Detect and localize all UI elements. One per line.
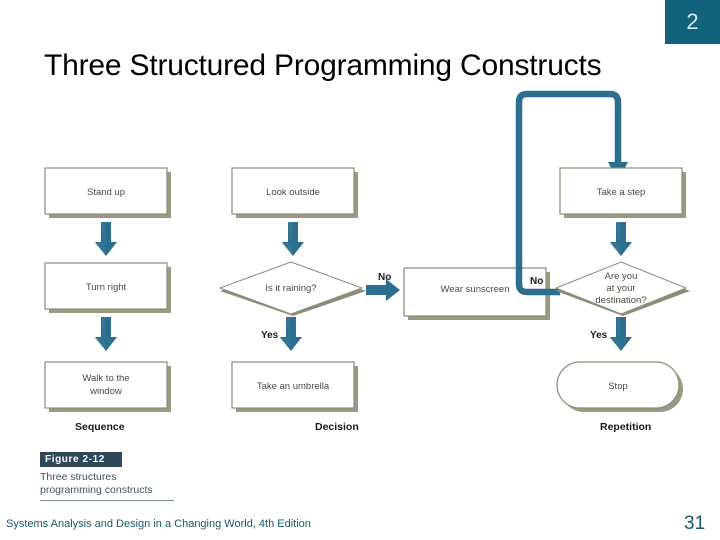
page-title: Three Structured Programming Constructs bbox=[44, 49, 602, 82]
edge-label-yes: Yes bbox=[590, 330, 608, 341]
flow-node-label-2: window bbox=[89, 386, 122, 397]
flow-node-label: Take a step bbox=[597, 187, 646, 198]
flowchart-svg: Stand up Turn right Walk to the window S… bbox=[44, 90, 690, 433]
arrow-turn-right-to-walk bbox=[95, 317, 117, 351]
column-caption-decision: Decision bbox=[315, 421, 359, 433]
edge-label-no: No bbox=[530, 276, 543, 287]
footer-source-text: Systems Analysis and Design in a Changin… bbox=[6, 518, 311, 530]
flow-node-label: Look outside bbox=[266, 187, 320, 198]
flowchart-figure: Stand up Turn right Walk to the window S… bbox=[0, 86, 720, 506]
edge-label-yes: Yes bbox=[261, 330, 279, 341]
flow-node-label: Stand up bbox=[87, 187, 125, 198]
flow-node-label: Stop bbox=[608, 381, 628, 392]
flow-node-walk-to-the-window: Walk to the window bbox=[44, 361, 171, 412]
flow-node-wear-sunscreen: Wear sunscreen bbox=[403, 267, 550, 320]
arrow-decision-no-to-sunscreen: No bbox=[366, 272, 400, 301]
flow-node-label: Wear sunscreen bbox=[441, 284, 510, 295]
flow-node-stop: Stop bbox=[556, 361, 683, 412]
footer-page-number: 31 bbox=[684, 513, 706, 534]
slide-number-badge: 2 bbox=[665, 0, 720, 44]
flow-node-take-an-umbrella: Take an umbrella bbox=[231, 361, 358, 412]
flow-node-stand-up: Stand up bbox=[44, 167, 171, 218]
flow-node-label: Are you bbox=[605, 271, 638, 282]
flow-node-are-you-at-your-destination: Are you at your destination? bbox=[554, 261, 690, 316]
edge-label-no: No bbox=[378, 272, 391, 283]
arrow-take-a-step-to-destination bbox=[610, 222, 632, 256]
flow-node-label-3: destination? bbox=[595, 295, 646, 306]
flow-node-look-outside: Look outside bbox=[231, 167, 358, 218]
flow-node-label: Take an umbrella bbox=[257, 381, 330, 392]
flow-node-take-a-step: Take a step bbox=[559, 167, 686, 218]
flow-node-label: Is it raining? bbox=[265, 283, 316, 294]
figure-caption-rule bbox=[40, 500, 174, 501]
arrow-destination-yes-to-stop: Yes bbox=[590, 317, 632, 351]
arrow-decision-yes-to-umbrella: Yes bbox=[261, 317, 302, 351]
flow-node-label: Walk to the bbox=[82, 373, 129, 384]
flow-node-is-it-raining: Is it raining? bbox=[218, 261, 366, 316]
figure-caption-tag: Figure 2-12 bbox=[40, 452, 122, 467]
column-caption-sequence: Sequence bbox=[75, 421, 125, 433]
figure-caption-text: Three structures programming constructs bbox=[40, 471, 153, 496]
figure-caption: Figure 2-12 Three structures programming… bbox=[40, 452, 174, 501]
flow-node-label: Turn right bbox=[86, 282, 127, 293]
arrow-stand-up-to-turn-right bbox=[95, 222, 117, 256]
column-caption-repetition: Repetition bbox=[600, 421, 651, 433]
flow-node-label-2: at your bbox=[606, 283, 635, 294]
flow-node-turn-right: Turn right bbox=[44, 262, 171, 313]
arrow-look-outside-to-decision bbox=[282, 222, 304, 256]
